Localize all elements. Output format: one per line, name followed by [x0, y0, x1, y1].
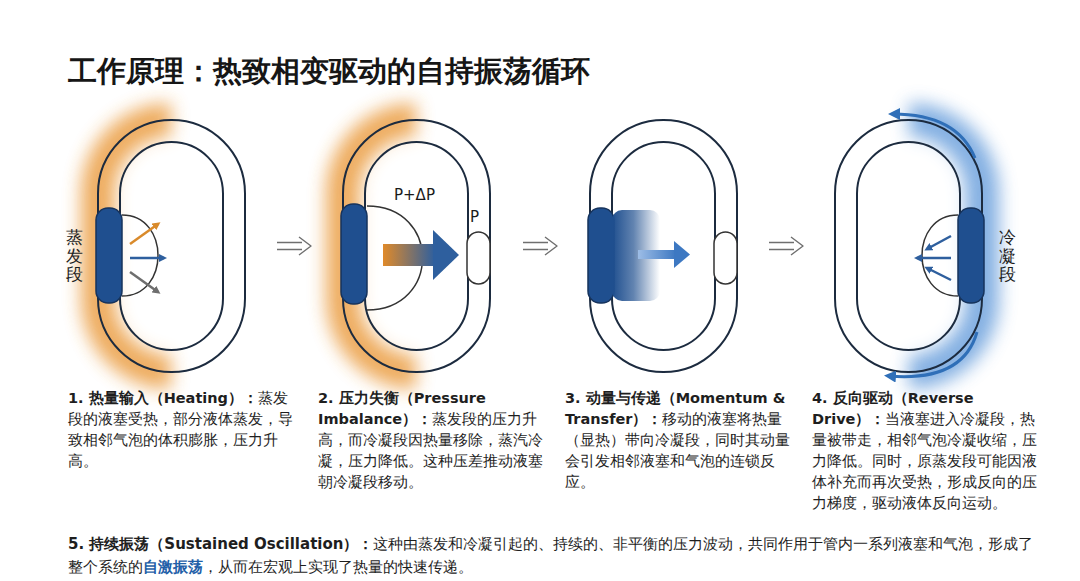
section-label: 冷凝段: [999, 228, 1016, 284]
panel-2-figure: [341, 120, 490, 372]
loop-panel: 3. 动量与传递（Momentum & Transfer）：移动的液塞将热量（显…: [590, 120, 737, 372]
step-description: 1. 热量输入（Heating）：蒸发段的液塞受热，部分液体蒸发，导致相邻气泡的…: [68, 388, 294, 472]
pressure-label: P: [469, 208, 480, 226]
loop-panel: P+ΔPP2. 压力失衡（Pressure Imbalance）：蒸发段的压力升…: [343, 120, 490, 372]
step-description: 3. 动量与传递（Momentum & Transfer）：移动的液塞将热量（显…: [565, 388, 791, 493]
diagram-title: 工作原理：热致相变驱动的自持振荡循环: [68, 52, 590, 92]
arrow-stroke: [791, 237, 803, 255]
arrow-stroke: [545, 237, 557, 255]
loop-panel: 冷凝段4. 反向驱动（Reverse Drive）：当液塞进入冷凝段，热量被带走…: [835, 120, 982, 372]
step-arrow: [277, 237, 311, 255]
summary-heading: 5. 持续振荡（Sustained Oscillation）：: [68, 535, 373, 553]
arrow-stroke: [299, 237, 311, 255]
loop-panel: 蒸发段1. 热量输入（Heating）：蒸发段的液塞受热，部分液体蒸发，导致相邻…: [98, 120, 245, 372]
panel-1-figure: [96, 120, 245, 372]
pressure-label: P+ΔP: [393, 186, 436, 204]
panel-3-figure: [588, 120, 737, 372]
arrow-stroke: [277, 243, 302, 250]
arrow-stroke: [523, 243, 548, 250]
highlight-term: 自激振荡: [143, 558, 203, 576]
panel-4-figure: [835, 114, 984, 377]
step-arrow: [523, 237, 557, 255]
summary-note: 5. 持续振荡（Sustained Oscillation）：这种由蒸发和冷凝引…: [68, 533, 1048, 578]
summary-text: ，从而在宏观上实现了热量的快速传递。: [203, 558, 473, 576]
step-heading: 1. 热量输入（Heating）：: [68, 390, 258, 406]
step-description: 4. 反向驱动（Reverse Drive）：当液塞进入冷凝段，热量被带走，相邻…: [812, 388, 1038, 514]
arrow-stroke: [769, 243, 794, 250]
step-arrow: [769, 237, 803, 255]
step-description: 2. 压力失衡（Pressure Imbalance）：蒸发段的压力升高，而冷凝…: [318, 388, 544, 493]
section-label: 蒸发段: [66, 228, 83, 284]
